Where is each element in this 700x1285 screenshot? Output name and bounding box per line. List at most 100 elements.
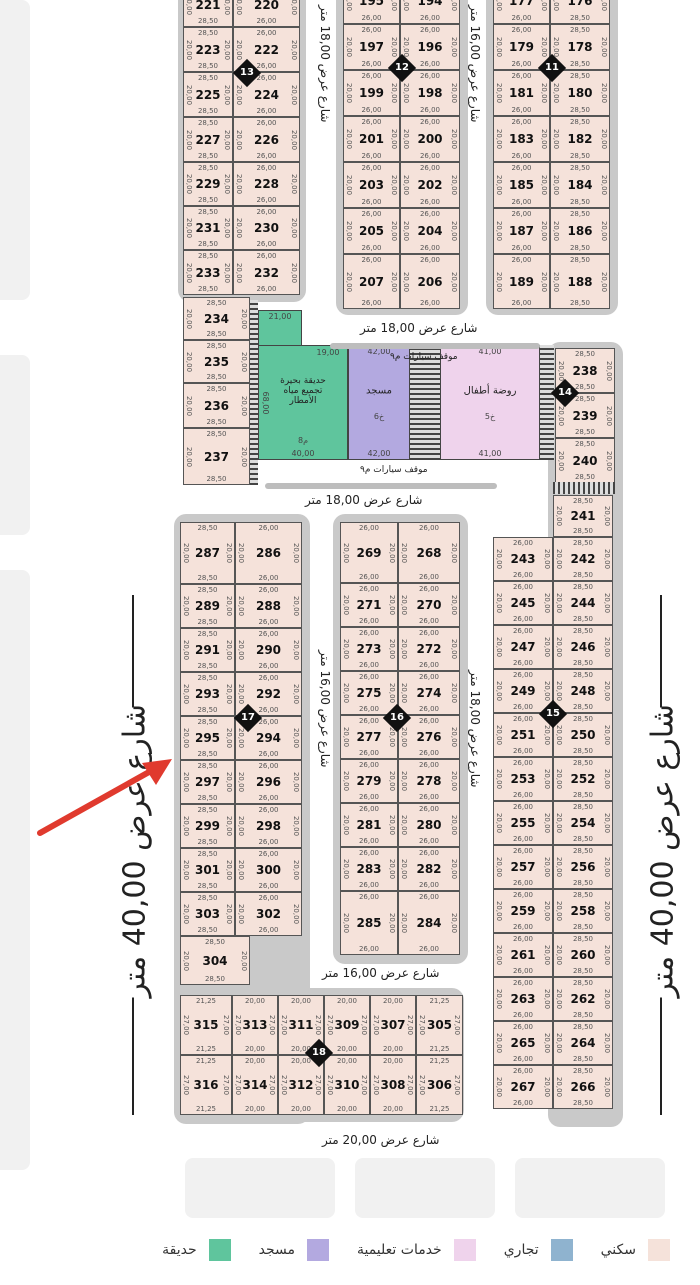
mosque-plot[interactable]: 42,00 مسجد خ6 42,00 <box>348 345 410 460</box>
park-plot[interactable]: 68,00 حديقة بحيرة تجميع مياه الأمطار م8 … <box>258 345 348 460</box>
